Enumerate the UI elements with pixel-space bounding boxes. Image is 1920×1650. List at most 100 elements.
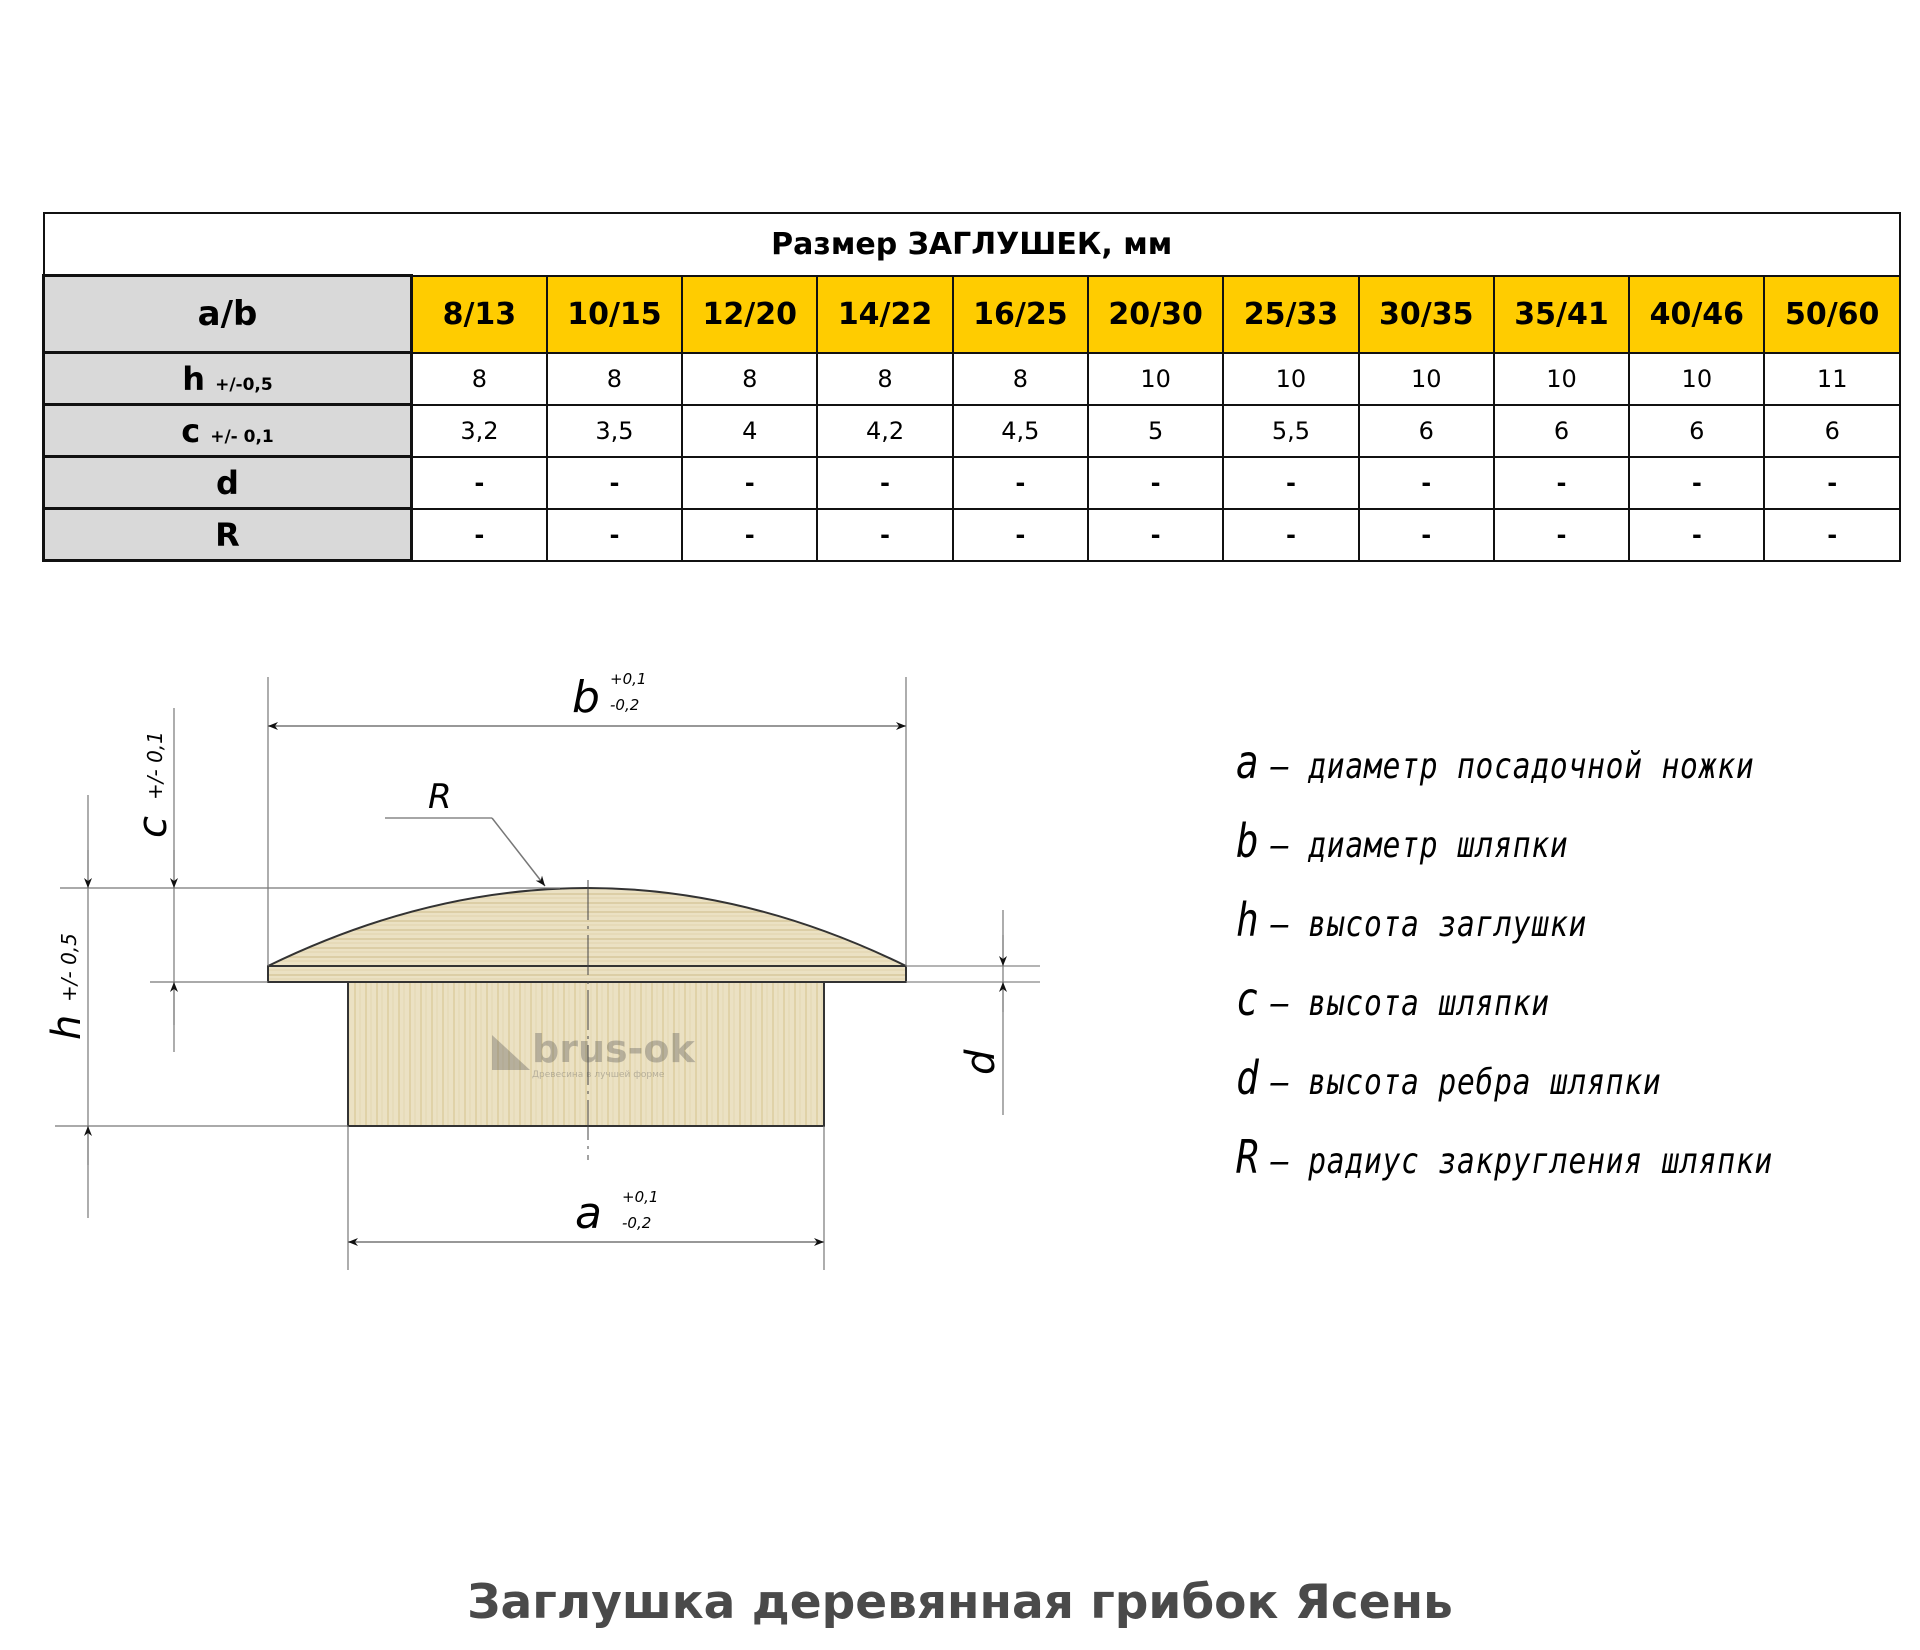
table-row-d: d - - - - - - - - - - - bbox=[42, 455, 1901, 510]
plug-head-dome bbox=[267, 887, 907, 967]
size-header: 16/25 bbox=[951, 274, 1089, 354]
table-cell: 8 bbox=[681, 351, 819, 406]
size-header: 40/46 bbox=[1628, 274, 1766, 354]
table-cell: - bbox=[681, 507, 819, 562]
table-cell: - bbox=[816, 455, 954, 510]
header-label-ab: a/b bbox=[42, 274, 413, 354]
table-cell: 6 bbox=[1492, 403, 1631, 458]
table-cell: 8 bbox=[545, 351, 684, 406]
legend-item-b: b– диаметр шляпки bbox=[1236, 814, 1773, 893]
size-header: 50/60 bbox=[1763, 274, 1901, 354]
table-cell: - bbox=[1763, 455, 1901, 510]
legend-symbol: R bbox=[1236, 1130, 1260, 1184]
table-cell: 4,2 bbox=[816, 403, 954, 458]
legend-text: – высота шляпки bbox=[1271, 983, 1550, 1024]
dim-label-d: d bbox=[958, 1049, 1004, 1075]
table-cell: 10 bbox=[1222, 351, 1360, 406]
dim-tol-h: +/- 0,5 bbox=[57, 933, 81, 1002]
dimension-legend: a – диаметр посадочной ножки b– диаметр ш… bbox=[1236, 735, 1891, 1209]
size-header: 30/35 bbox=[1357, 274, 1495, 354]
size-header: 20/30 bbox=[1086, 274, 1225, 354]
table-cell: - bbox=[1492, 455, 1631, 510]
legend-item-a: a – диаметр посадочной ножки bbox=[1236, 735, 1773, 814]
table-cell: 6 bbox=[1628, 403, 1766, 458]
dim-label-a: a bbox=[575, 1188, 602, 1239]
row-label-tolerance: +/-0,5 bbox=[215, 374, 273, 395]
dim-tol-b-lower: -0,2 bbox=[610, 696, 639, 714]
legend-item-c: c – высота шляпки bbox=[1236, 972, 1773, 1051]
dim-label-r: R bbox=[428, 777, 452, 817]
row-label-symbol: h bbox=[182, 359, 206, 398]
watermark-brand: brus-ok bbox=[532, 1027, 695, 1071]
legend-item-d: d – высота ребра шляпки bbox=[1236, 1051, 1773, 1130]
table-cell: 8 bbox=[951, 351, 1089, 406]
legend-text: – высота ребра шляпки bbox=[1271, 1062, 1662, 1103]
plug-technical-drawing: brus-ok Древесина в лучшей форме b +0,1 … bbox=[44, 670, 1040, 1270]
table-cell: 11 bbox=[1763, 351, 1901, 406]
table-cell: 8 bbox=[410, 351, 548, 406]
plug-head-rim bbox=[267, 965, 907, 983]
table-cell: 5,5 bbox=[1222, 403, 1360, 458]
table-cell: - bbox=[951, 507, 1089, 562]
table-cell: 10 bbox=[1086, 351, 1225, 406]
dim-label-c: c bbox=[130, 816, 176, 838]
legend-item-r: R – радиус закругления шляпки bbox=[1236, 1130, 1773, 1209]
dim-leader-r bbox=[491, 817, 546, 887]
row-label-tolerance: +/- 0,1 bbox=[210, 426, 274, 447]
legend-item-h: h – высота заглушки bbox=[1236, 893, 1773, 972]
table-cell: - bbox=[545, 455, 684, 510]
table-cell: 4,5 bbox=[951, 403, 1089, 458]
table-cell: - bbox=[681, 455, 819, 510]
table-cell: - bbox=[1357, 507, 1495, 562]
legend-text: – радиус закругления шляпки bbox=[1271, 1141, 1774, 1182]
table-cell: 8 bbox=[816, 351, 954, 406]
table-cell: 3,5 bbox=[545, 403, 684, 458]
dim-tol-a-upper: +0,1 bbox=[622, 1188, 658, 1206]
table-cell: - bbox=[1357, 455, 1495, 510]
dim-tol-a-lower: -0,2 bbox=[622, 1214, 651, 1232]
table-cell: 6 bbox=[1763, 403, 1901, 458]
table-cell: - bbox=[410, 507, 548, 562]
table-cell: - bbox=[1628, 455, 1766, 510]
table-cell: 3,2 bbox=[410, 403, 548, 458]
table-cell: - bbox=[1628, 507, 1766, 562]
size-header: 10/15 bbox=[545, 274, 684, 354]
dim-tol-c: +/- 0,1 bbox=[143, 731, 167, 800]
product-title: Заглушка деревянная грибок Ясень bbox=[467, 1575, 1453, 1630]
size-header: 14/22 bbox=[816, 274, 954, 354]
table-cell: 10 bbox=[1357, 351, 1495, 406]
legend-text: – диаметр шляпки bbox=[1271, 825, 1569, 866]
table-cell: - bbox=[1222, 507, 1360, 562]
table-cell: 10 bbox=[1492, 351, 1631, 406]
plug-stem bbox=[347, 981, 825, 1127]
table-cell: - bbox=[1086, 507, 1225, 562]
size-table: Размер ЗАГЛУШЕК, мм a/b 8/13 10/15 12/20… bbox=[42, 212, 1901, 562]
table-cell: - bbox=[1492, 507, 1631, 562]
table-cell: 6 bbox=[1357, 403, 1495, 458]
legend-symbol: c bbox=[1236, 972, 1260, 1026]
legend-symbol: a bbox=[1236, 735, 1260, 789]
row-label-r: R bbox=[42, 507, 413, 562]
dim-label-h: h bbox=[44, 1015, 90, 1040]
table-row-h: h+/-0,5 8 8 8 8 8 10 10 10 10 10 11 bbox=[42, 351, 1901, 406]
table-header-row: a/b 8/13 10/15 12/20 14/22 16/25 20/30 2… bbox=[42, 274, 1901, 354]
dim-label-b: b bbox=[572, 672, 600, 723]
table-title: Размер ЗАГЛУШЕК, мм bbox=[42, 212, 1901, 277]
legend-text: – высота заглушки bbox=[1271, 904, 1588, 945]
size-header: 35/41 bbox=[1492, 274, 1631, 354]
row-label-c: c +/- 0,1 bbox=[42, 403, 413, 458]
table-cell: 5 bbox=[1086, 403, 1225, 458]
size-header: 8/13 bbox=[410, 274, 548, 354]
legend-text: – диаметр посадочной ножки bbox=[1271, 746, 1755, 787]
dim-tol-b-upper: +0,1 bbox=[610, 670, 646, 688]
legend-symbol: h bbox=[1236, 893, 1260, 947]
table-cell: - bbox=[1763, 507, 1901, 562]
row-label-symbol: c bbox=[181, 411, 201, 450]
brus-ok-watermark: brus-ok Древесина в лучшей форме bbox=[492, 1027, 695, 1080]
table-cell: - bbox=[951, 455, 1089, 510]
size-header: 25/33 bbox=[1222, 274, 1360, 354]
row-label-h: h +/-0,5 bbox=[42, 351, 413, 406]
table-cell: - bbox=[545, 507, 684, 562]
legend-symbol: d bbox=[1236, 1051, 1260, 1105]
row-label-d: d bbox=[42, 455, 413, 510]
